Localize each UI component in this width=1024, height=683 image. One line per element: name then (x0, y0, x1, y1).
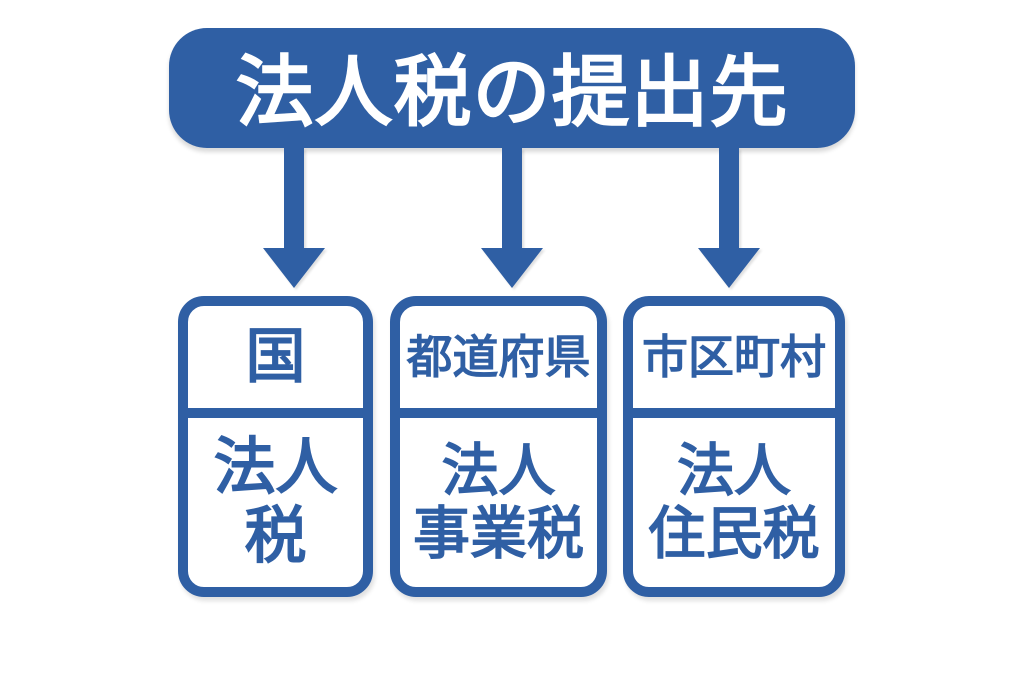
destination-header: 国 (188, 306, 363, 418)
tax-name: 法人 住民税 (649, 440, 820, 565)
destination-header: 都道府県 (400, 306, 597, 418)
arrow-down-icon (481, 148, 543, 288)
tax-name-line: 事業税 (413, 501, 584, 566)
tax-name: 法人 事業税 (413, 440, 584, 565)
destination-tax: 法人 事業税 (400, 418, 597, 587)
destination-name: 都道府県 (406, 331, 591, 383)
destination-box-national: 国 法人 税 (178, 296, 373, 597)
destination-box-municipality: 市区町村 法人 住民税 (623, 296, 845, 597)
destination-tax: 法人 税 (188, 418, 363, 587)
destination-name: 市区町村 (642, 331, 826, 383)
diagram-title: 法人税の提出先 (235, 48, 789, 136)
tax-name: 法人 税 (213, 433, 338, 571)
tax-name-line: 法人 (213, 433, 338, 503)
destination-box-prefecture: 都道府県 法人 事業税 (390, 296, 607, 597)
tax-name-line: 法人 (441, 438, 556, 503)
diagram-header: 法人税の提出先 (169, 28, 855, 148)
destination-tax: 法人 住民税 (633, 418, 835, 587)
tax-name-line: 法人 (677, 438, 791, 503)
destination-header: 市区町村 (633, 306, 835, 418)
tax-name-line: 住民税 (648, 501, 820, 566)
tax-name-line: 税 (244, 501, 307, 571)
arrow-down-icon (698, 148, 760, 288)
destination-name: 国 (245, 323, 306, 390)
arrow-down-icon (263, 148, 325, 288)
